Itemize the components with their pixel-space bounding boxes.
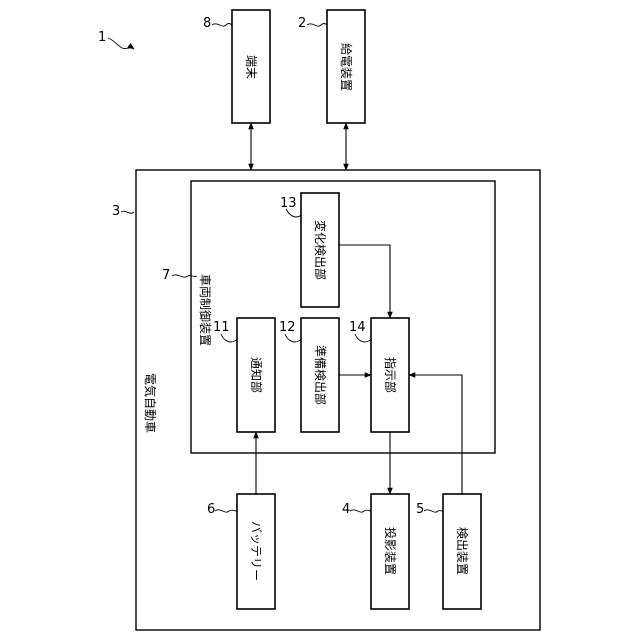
leader-prep-detector — [285, 334, 301, 342]
leader-vehicle — [121, 211, 134, 213]
leader-battery — [215, 510, 237, 512]
vehicle-label: 電気自動車 — [143, 373, 158, 433]
leader-system — [108, 38, 134, 49]
ref-change-detector: 13 — [280, 196, 297, 211]
controller-label: 車両制御装置 — [198, 274, 213, 346]
projector-label: 投影装置 — [383, 527, 398, 575]
ref-instructor: 14 — [349, 320, 366, 335]
leader-charger — [307, 24, 327, 27]
notifier-label: 通知部 — [249, 357, 264, 393]
prep-detector-label: 準備検出部 — [313, 345, 328, 405]
ref-terminal: 8 — [203, 16, 211, 31]
leader-instructor — [355, 334, 371, 342]
ref-battery: 6 — [207, 502, 215, 517]
change-to-instructor-arrow — [339, 245, 390, 318]
ref-notifier: 11 — [213, 320, 230, 335]
ref-charger: 2 — [298, 16, 306, 31]
detector-label: 検出装置 — [455, 527, 469, 575]
change-detector-label: 変化検出部 — [313, 220, 328, 280]
leader-controller — [172, 275, 197, 277]
ref-detector: 5 — [416, 502, 424, 517]
detector-to-instructor-arrow — [409, 375, 462, 494]
leader-terminal — [212, 24, 232, 27]
terminal-label: 端末 — [244, 55, 258, 79]
leader-projector — [350, 510, 371, 512]
leader-detector — [424, 510, 443, 512]
ref-prep-detector: 12 — [279, 320, 296, 335]
charger-label: 給電装置 — [339, 43, 353, 91]
battery-label: バッテリー — [249, 521, 263, 581]
leader-notifier — [221, 334, 237, 342]
ref-controller: 7 — [162, 268, 170, 283]
ref-vehicle: 3 — [112, 204, 120, 219]
instructor-label: 指示部 — [383, 357, 398, 393]
ref-projector: 4 — [342, 502, 350, 517]
ref-system: 1 — [98, 30, 106, 45]
